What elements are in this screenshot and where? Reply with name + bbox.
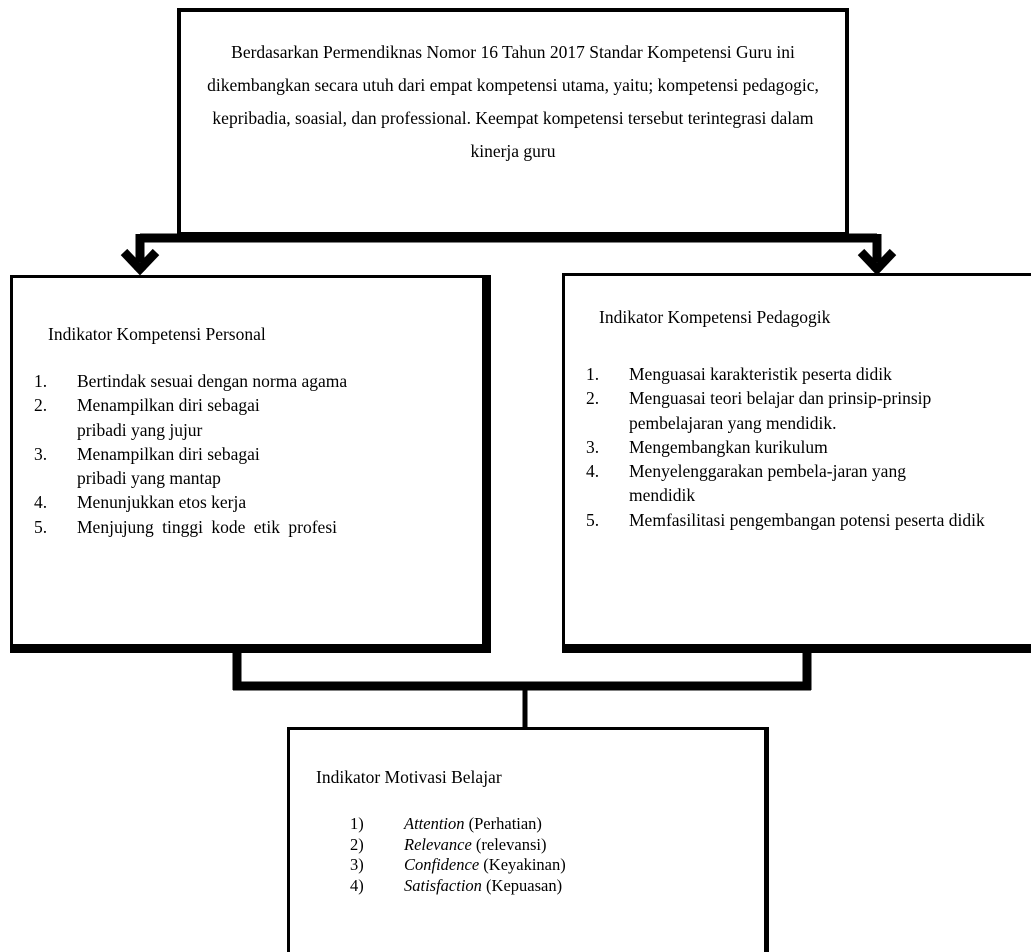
list-item: 2.Menampilkan diri sebagai pribadi yang … (34, 395, 260, 440)
list-item: 1.Bertindak sesuai dengan norma agama (34, 371, 348, 391)
personal-list: 1.Bertindak sesuai dengan norma agama 2.… (34, 369, 474, 539)
list-item: 4.Menyelenggarakan pembela-jaran yang me… (586, 461, 906, 506)
motivation-list: 1)Attention (Perhatian) 2)Relevance (rel… (350, 814, 566, 896)
list-item: 2)Relevance (relevansi) (350, 834, 547, 854)
list-item: 4)Satisfaction (Kepuasan) (350, 875, 563, 895)
list-item: 5.Memfasilitasi pengembangan potensi pes… (586, 509, 985, 530)
list-item: 1)Attention (Perhatian) (350, 814, 542, 833)
pedagogic-title: Indikator Kompetensi Pedagogik (599, 307, 831, 327)
list-item: 3)Confidence (Keyakinan) (350, 855, 566, 874)
list-item: 3.Menampilkan diri sebagai pribadi yang … (34, 443, 260, 489)
top-box: Berdasarkan Permendiknas Nomor 16 Tahun … (177, 8, 849, 236)
list-item: 3.Mengembangkan kurikulum (586, 436, 828, 457)
list-item: 1.Menguasai karakteristik peserta didik (586, 364, 892, 384)
list-item: 5.Menjujung tinggi kode etik profesi (34, 516, 337, 537)
motivation-box: Indikator Motivasi Belajar 1)Attention (… (287, 727, 769, 952)
pedagogic-competence-box: Indikator Kompetensi Pedagogik 1.Menguas… (562, 273, 1031, 653)
personal-competence-box: Indikator Kompetensi Personal 1.Bertinda… (10, 275, 491, 653)
left-arrow-icon-b (133, 248, 160, 276)
list-item: 2.Menguasai teori belajar dan prinsip-pr… (586, 388, 932, 433)
right-arrow-icon-b (870, 248, 897, 276)
top-text: Berdasarkan Permendiknas Nomor 16 Tahun … (207, 42, 819, 161)
pedagogic-list: 1.Menguasai karakteristik peserta didik … (586, 362, 1016, 532)
list-item: 4.Menunjukkan etos kerja (34, 492, 247, 513)
motivation-title: Indikator Motivasi Belajar (316, 767, 502, 787)
personal-title: Indikator Kompetensi Personal (48, 324, 266, 344)
